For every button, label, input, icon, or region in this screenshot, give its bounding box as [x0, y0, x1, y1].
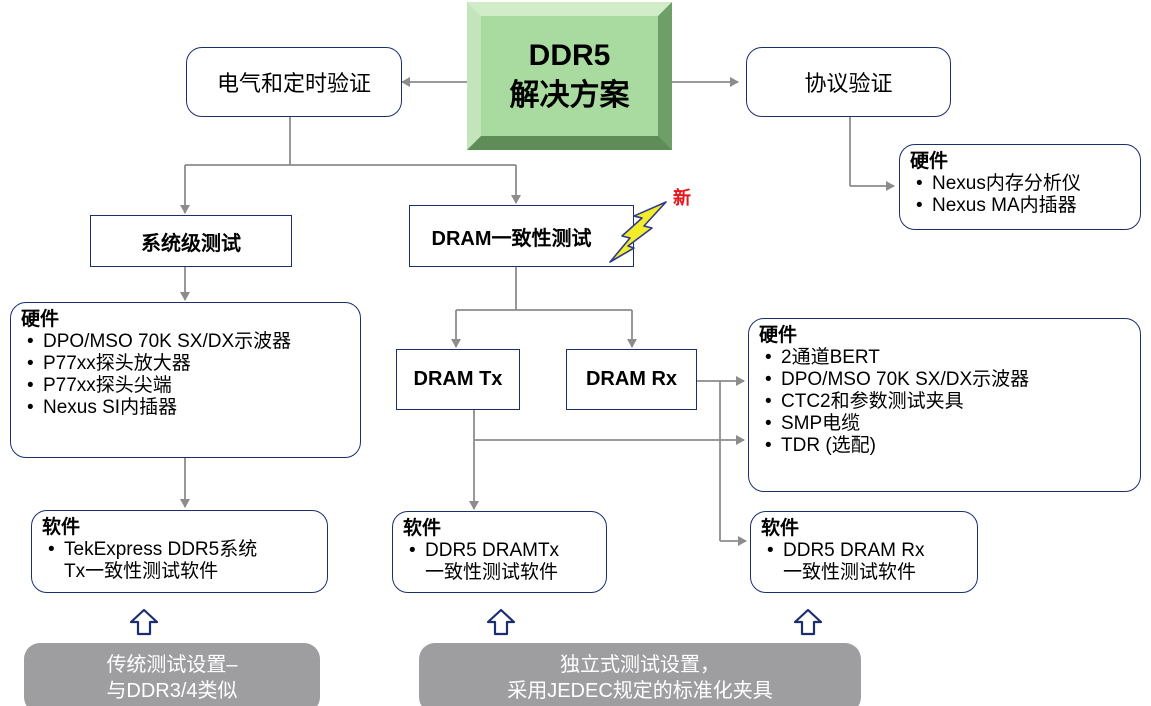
list-item: CTC2和参数测试夹具	[759, 391, 1130, 413]
system-software-heading: 软件	[42, 517, 81, 538]
dram-hardware-heading: 硬件	[759, 325, 798, 346]
dram-tx-software-box: 软件 DDR5 DRAMTx 一致性测试软件	[392, 511, 607, 593]
system-level-test-box: 系统级测试	[90, 215, 292, 267]
system-hardware-heading: 硬件	[21, 309, 60, 330]
traditional-setup-note: 传统测试设置– 与DDR3/4类似	[24, 643, 320, 706]
system-level-test-label: 系统级测试	[141, 232, 241, 255]
list-item: DDR5 DRAMTx 一致性测试软件	[403, 540, 596, 584]
protocol-hardware-box: 硬件 Nexus内存分析仪 Nexus MA内插器	[899, 144, 1141, 230]
list-item: P77xx探头尖端	[21, 375, 350, 397]
protocol-hardware-heading: 硬件	[910, 151, 949, 172]
dram-tx-software-heading: 软件	[403, 518, 442, 539]
traditional-note-line2: 与DDR3/4类似	[106, 680, 238, 702]
dram-tx-software-line2: 一致性测试软件	[425, 562, 559, 583]
electrical-timing-box: 电气和定时验证	[186, 47, 402, 117]
system-software-line1: TekExpress DDR5系统	[64, 539, 258, 560]
list-item: TekExpress DDR5系统 Tx一致性测试软件	[42, 539, 317, 583]
list-item: Nexus内存分析仪	[910, 173, 1130, 195]
lightning-bolt-icon	[609, 201, 667, 263]
list-item: 2通道BERT	[759, 347, 1130, 369]
list-item: DPO/MSO 70K SX/DX示波器	[21, 331, 350, 353]
list-item: SMP电缆	[759, 413, 1130, 435]
dram-hardware-box: 硬件 2通道BERT DPO/MSO 70K SX/DX示波器 CTC2和参数测…	[748, 318, 1141, 492]
dram-tx-software-line1: DDR5 DRAMTx	[425, 540, 560, 561]
electrical-timing-label: 电气和定时验证	[216, 71, 371, 96]
center-title: DDR5	[528, 39, 611, 72]
up-arrow-icon	[793, 608, 823, 636]
center-subtitle: 解决方案	[509, 79, 630, 112]
protocol-validation-box: 协议验证	[746, 47, 951, 117]
dram-rx-software-box: 软件 DDR5 DRAM Rx 一致性测试软件	[750, 511, 978, 593]
list-item: DDR5 DRAM Rx 一致性测试软件	[761, 540, 967, 584]
list-item: Nexus MA内插器	[910, 195, 1130, 217]
standalone-setup-note: 独立式测试设置， 采用JEDEC规定的标准化夹具	[419, 643, 861, 706]
list-item: Nexus SI内插器	[21, 397, 350, 419]
dram-rx-software-line1: DDR5 DRAM Rx	[783, 540, 925, 561]
new-badge: 新	[673, 188, 691, 208]
dram-tx-label: DRAM Tx	[413, 368, 503, 390]
system-hardware-box: 硬件 DPO/MSO 70K SX/DX示波器 P77xx探头放大器 P77xx…	[10, 302, 361, 458]
protocol-validation-label: 协议验证	[804, 71, 893, 96]
list-item: TDR (选配)	[759, 435, 1130, 457]
traditional-note-line1: 传统测试设置–	[106, 654, 238, 676]
standalone-note-line2: 采用JEDEC规定的标准化夹具	[507, 680, 773, 702]
dram-rx-software-heading: 软件	[761, 518, 800, 539]
dram-rx-box: DRAM Rx	[566, 349, 697, 410]
dram-rx-software-line2: 一致性测试软件	[783, 562, 917, 583]
dram-compliance-label: DRAM一致性测试	[431, 227, 592, 250]
system-software-line2: Tx一致性测试软件	[64, 561, 219, 582]
system-software-box: 软件 TekExpress DDR5系统 Tx一致性测试软件	[31, 510, 328, 593]
dram-tx-box: DRAM Tx	[396, 349, 520, 410]
list-item: DPO/MSO 70K SX/DX示波器	[759, 369, 1130, 391]
standalone-note-line1: 独立式测试设置，	[560, 654, 720, 676]
up-arrow-icon	[129, 608, 159, 636]
dram-rx-label: DRAM Rx	[585, 368, 678, 390]
list-item: P77xx探头放大器	[21, 353, 350, 375]
ddr5-solution-block: DDR5 解决方案	[467, 2, 672, 150]
up-arrow-icon	[486, 608, 516, 636]
dram-compliance-box: DRAM一致性测试	[409, 205, 634, 267]
